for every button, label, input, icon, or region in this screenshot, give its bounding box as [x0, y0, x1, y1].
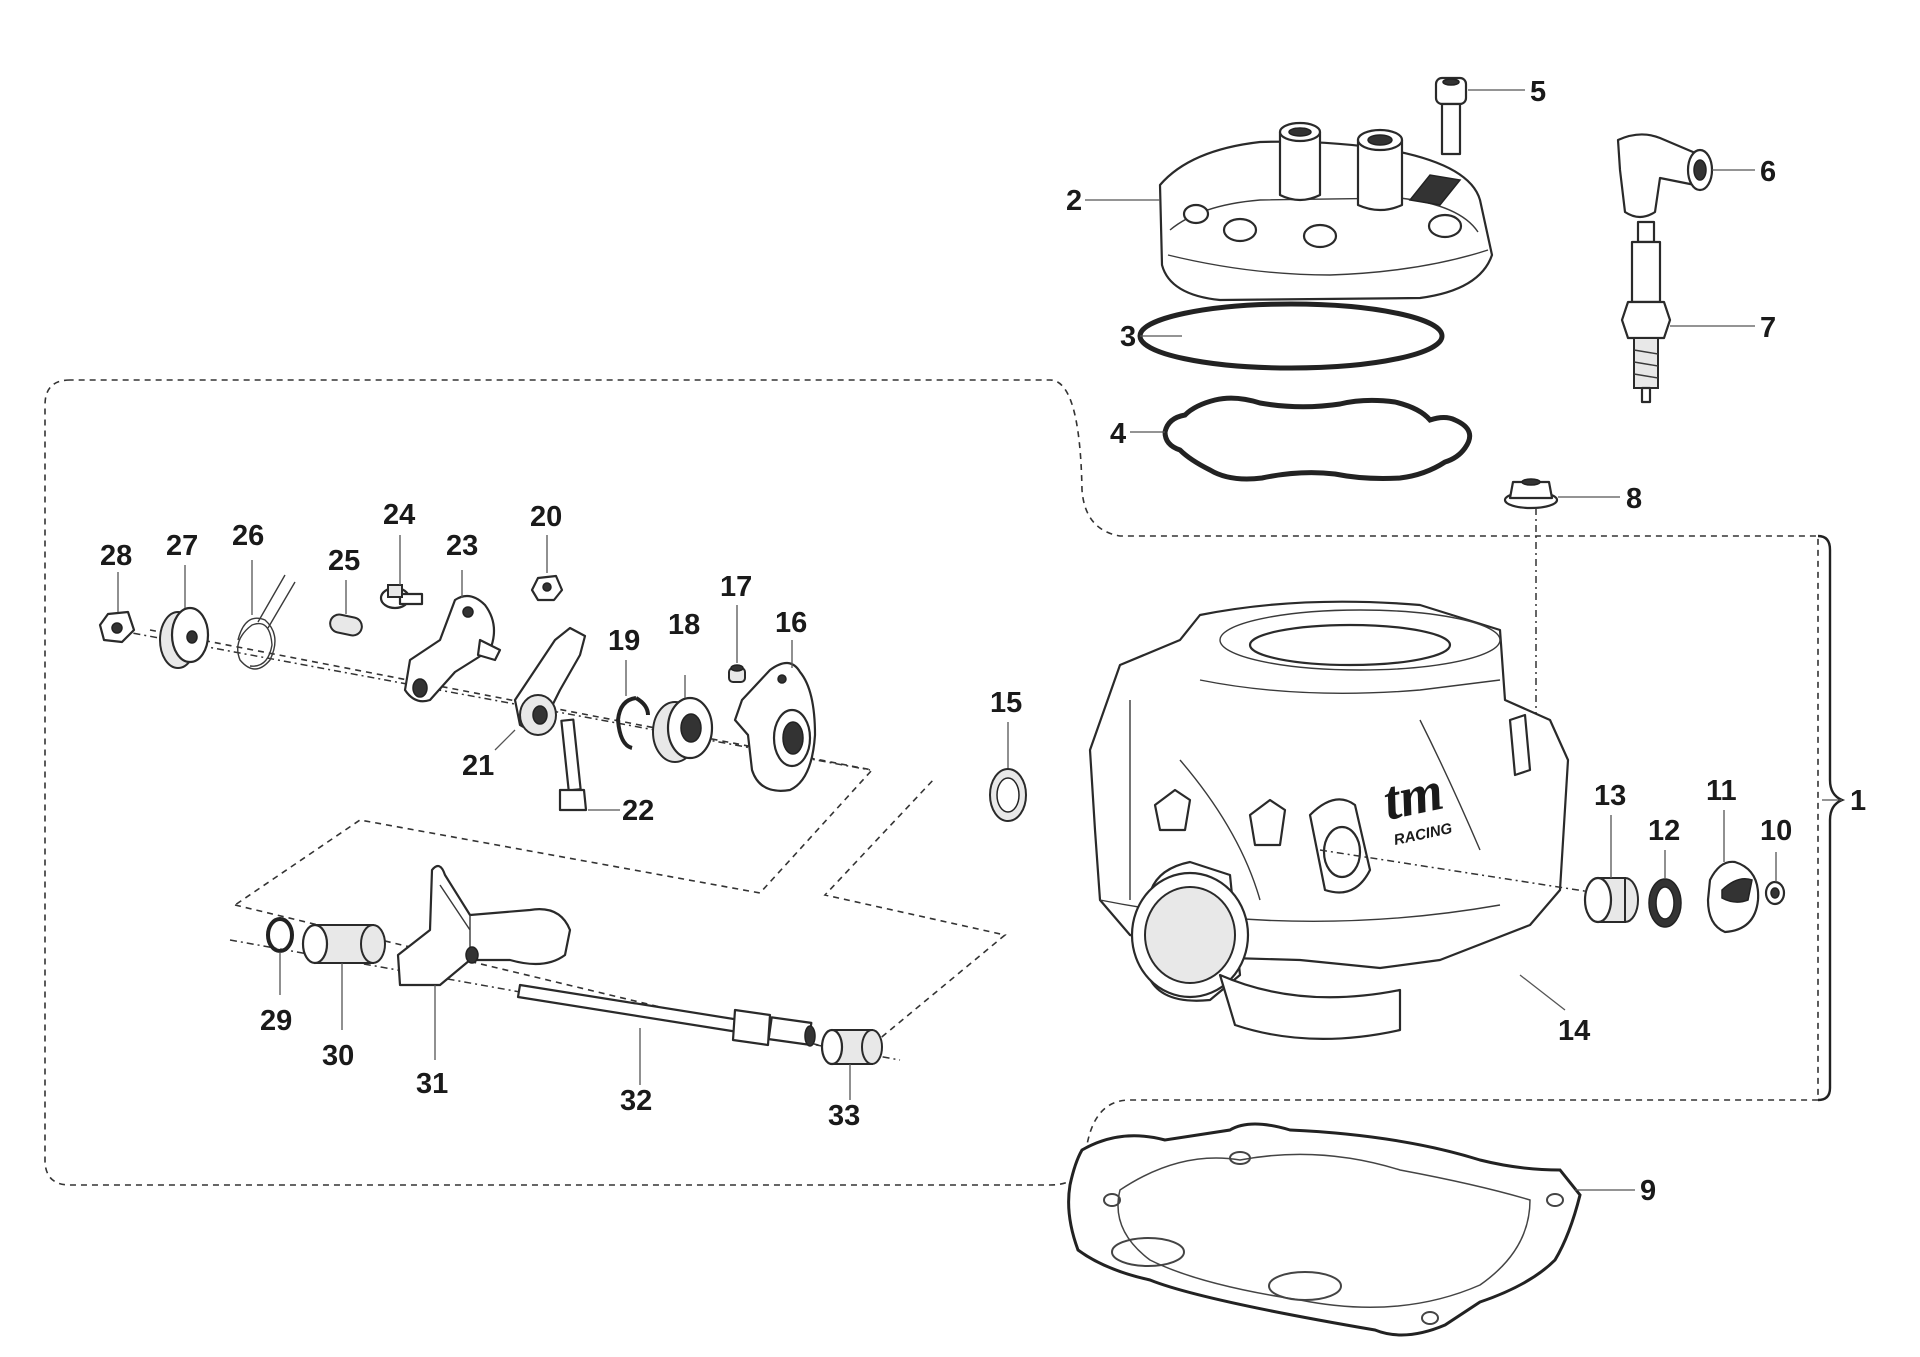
spark-plug	[1620, 220, 1672, 404]
callout-22: 22	[622, 795, 654, 827]
callout-9: 9	[1640, 1175, 1656, 1207]
pin-25	[329, 613, 363, 637]
lever-23	[403, 594, 502, 703]
valve-group-boundary-upper	[149, 629, 874, 906]
cylinder	[1088, 600, 1570, 1040]
bushing-33	[820, 1028, 883, 1066]
callout-28: 28	[100, 540, 132, 572]
callout-26: 26	[232, 520, 264, 552]
cylinder-gasket-ring	[1162, 395, 1473, 482]
nut-20	[530, 574, 564, 602]
cover-cap-11	[1706, 860, 1760, 934]
callout-29: 29	[260, 1005, 292, 1037]
callout-8: 8	[1626, 483, 1642, 515]
callout-33: 33	[828, 1100, 860, 1132]
circlip-19	[615, 696, 650, 750]
spark-plug-cap	[1616, 133, 1714, 219]
oil-seal-12	[1648, 878, 1682, 928]
callout-24: 24	[383, 499, 415, 531]
callout-13: 13	[1594, 780, 1626, 812]
exhaust-valve-31	[396, 864, 572, 987]
lever-arm-21	[513, 626, 587, 736]
svg-text:tm: tm	[1378, 760, 1449, 833]
callout-32: 32	[620, 1085, 652, 1117]
head-screw	[1434, 76, 1468, 156]
exhaust-valve-axis	[1319, 849, 1611, 896]
callout-23: 23	[446, 530, 478, 562]
callout-6: 6	[1760, 156, 1776, 188]
callout-15: 15	[990, 687, 1022, 719]
callout-19: 19	[608, 625, 640, 657]
cap-27	[159, 606, 210, 669]
callout-3: 3	[1120, 321, 1136, 353]
sleeve-30	[301, 923, 386, 965]
screw-17	[728, 664, 746, 683]
callout-14: 14	[1558, 1015, 1590, 1047]
callout-7: 7	[1760, 312, 1776, 344]
callout-31: 31	[416, 1068, 448, 1100]
housing-16	[733, 661, 817, 792]
callout-12: 12	[1648, 815, 1680, 847]
callout-25: 25	[328, 545, 360, 577]
callout-27: 27	[166, 530, 198, 562]
head-o-ring	[1137, 301, 1445, 371]
leader-lines	[117, 89, 1842, 1191]
cylinder-nut	[1503, 478, 1559, 510]
callout-21: 21	[462, 750, 494, 782]
valve-linkage-axis	[99, 626, 871, 771]
shaft-32	[516, 983, 816, 1047]
callout-20: 20	[530, 501, 562, 533]
ring-29	[266, 917, 294, 953]
cylinder-head	[1158, 121, 1494, 302]
callout-11: 11	[1706, 775, 1737, 807]
callout-10: 10	[1760, 815, 1792, 847]
callout-30: 30	[322, 1040, 354, 1072]
bolt-22	[558, 718, 588, 812]
valve-group-boundary-lower	[234, 777, 1007, 1056]
callout-4: 4	[1110, 418, 1126, 450]
bushing-13	[1583, 876, 1639, 924]
callout-16: 16	[775, 607, 807, 639]
assembly-bracket	[1817, 534, 1846, 1102]
spring-26	[237, 574, 296, 670]
washer-10	[1764, 880, 1786, 906]
assembly-boundary	[44, 379, 1819, 1186]
nut-28	[98, 610, 136, 644]
callout-5: 5	[1530, 76, 1546, 108]
callout-2: 2	[1066, 185, 1082, 217]
seal-ring-15	[989, 768, 1027, 822]
callout-17: 17	[720, 571, 752, 603]
callout-18: 18	[668, 609, 700, 641]
screw-24	[379, 584, 424, 610]
part-callouts: 1 2 3 4 5 6 7 8 9 10 11 12 13 14 15 16 1…	[100, 76, 1866, 1207]
bearing-18	[652, 696, 714, 763]
callout-1: 1	[1850, 785, 1866, 817]
cylinder-base-gasket	[1067, 1122, 1582, 1337]
